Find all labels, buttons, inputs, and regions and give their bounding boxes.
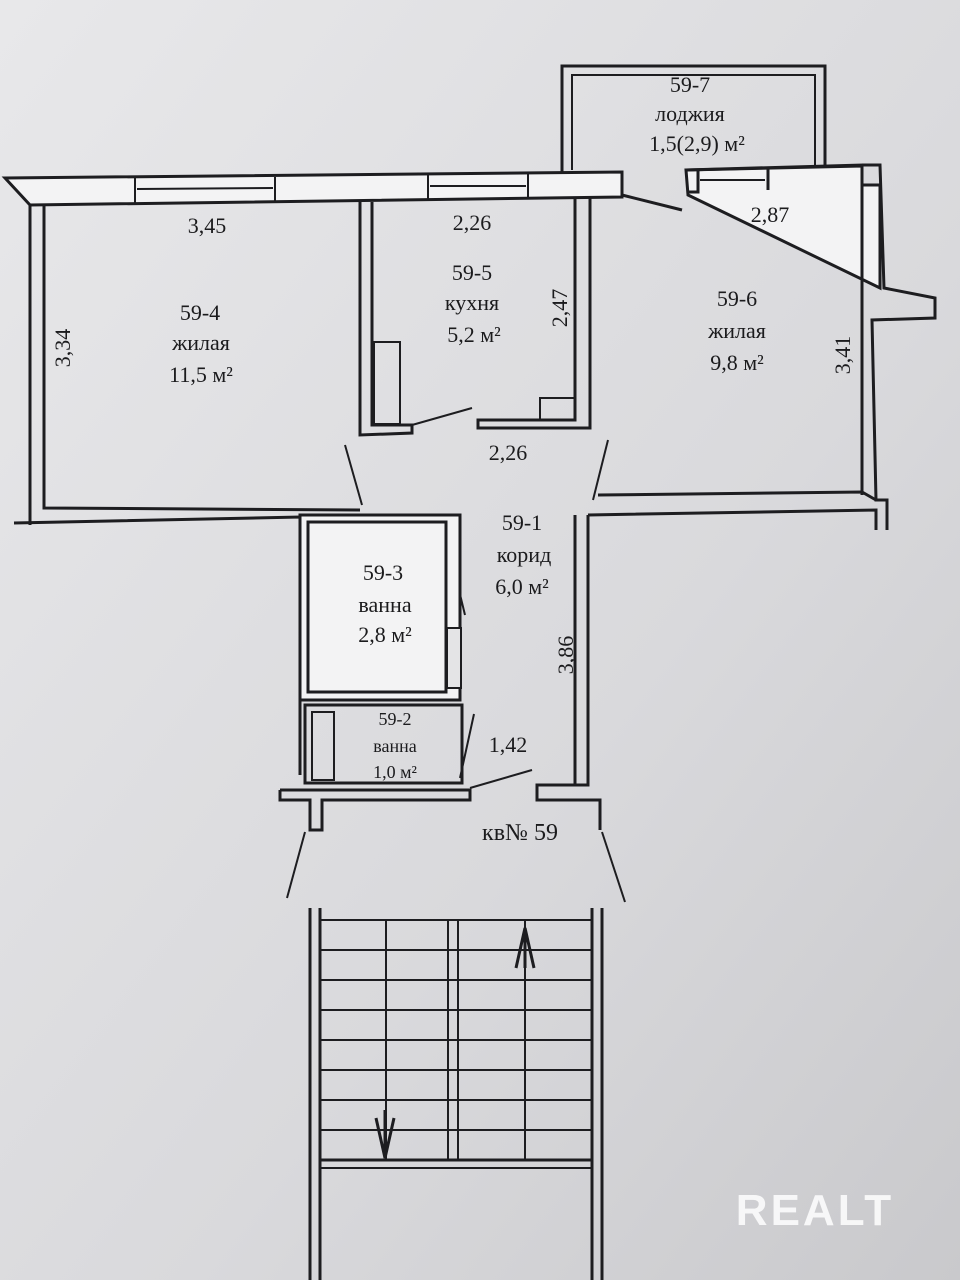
label-room-59-7: 59-7 лоджия 1,5(2,9) м² (649, 72, 745, 156)
room-59-2-id: 59-2 (379, 709, 412, 729)
room-59-3-type: ванна (358, 592, 411, 617)
room-59-2-type: ванна (373, 736, 417, 756)
room-59-6-area: 9,8 м² (710, 350, 764, 375)
room-59-7-area: 1,5(2,9) м² (649, 131, 745, 156)
label-room-59-4: 59-4 жилая 11,5 м² (169, 300, 233, 387)
room-59-5-type: кухня (445, 290, 499, 315)
loggia-walls (560, 64, 827, 175)
label-room-59-6: 59-6 жилая 9,8 м² (707, 286, 766, 375)
room-59-2-area: 1,0 м² (373, 762, 417, 782)
dimension-3-86: 3,86 (553, 636, 578, 675)
label-room-59-2: 59-2 ванна 1,0 м² (373, 709, 417, 782)
room-59-5-id: 59-5 (452, 260, 492, 285)
dimension-2-47: 2,47 (547, 289, 572, 328)
room-59-4-area: 11,5 м² (169, 362, 233, 387)
room-59-3-id: 59-3 (363, 560, 403, 585)
room-59-3-area: 2,8 м² (358, 622, 412, 647)
staircase (308, 908, 604, 1280)
room-59-5-area: 5,2 м² (447, 322, 501, 347)
room-59-6-id: 59-6 (717, 286, 757, 311)
dimension-2-26-top: 2,26 (453, 210, 492, 235)
stair-direction-arrows (374, 927, 536, 1159)
exterior-top-wall (1, 170, 683, 212)
room-59-1-type: корид (497, 542, 552, 567)
apartment-number-label: кв№ 59 (482, 820, 558, 846)
bath-59-2-walls (278, 703, 472, 832)
dimension-3-45: 3,45 (188, 213, 227, 238)
room-59-6-walls (587, 210, 878, 530)
exterior-right-wall (684, 163, 937, 530)
room-59-1-area: 6,0 м² (495, 574, 549, 599)
dimension-2-87: 2,87 (751, 202, 790, 227)
entrance-doors (286, 831, 626, 903)
room-59-7-id: 59-7 (670, 72, 710, 97)
label-room-59-5: 59-5 кухня 5,2 м² (445, 260, 501, 347)
room-59-6-type: жилая (707, 318, 766, 343)
bath-59-3-walls (298, 513, 462, 702)
label-room-59-1: 59-1 корид 6,0 м² (495, 510, 551, 599)
dimension-2-26-bottom: 2,26 (489, 440, 528, 465)
room-59-7-type: лоджия (655, 101, 725, 126)
dimension-3-34: 3,34 (50, 329, 75, 368)
room-59-1-id: 59-1 (502, 510, 542, 535)
room-59-4-type: жилая (171, 330, 230, 355)
realt-watermark: REALT (736, 1186, 894, 1235)
label-room-59-3: 59-3 ванна 2,8 м² (358, 560, 412, 647)
room-59-4-id: 59-4 (180, 300, 220, 325)
dimension-1-42: 1,42 (489, 732, 528, 757)
dimension-3-41: 3,41 (830, 336, 855, 375)
